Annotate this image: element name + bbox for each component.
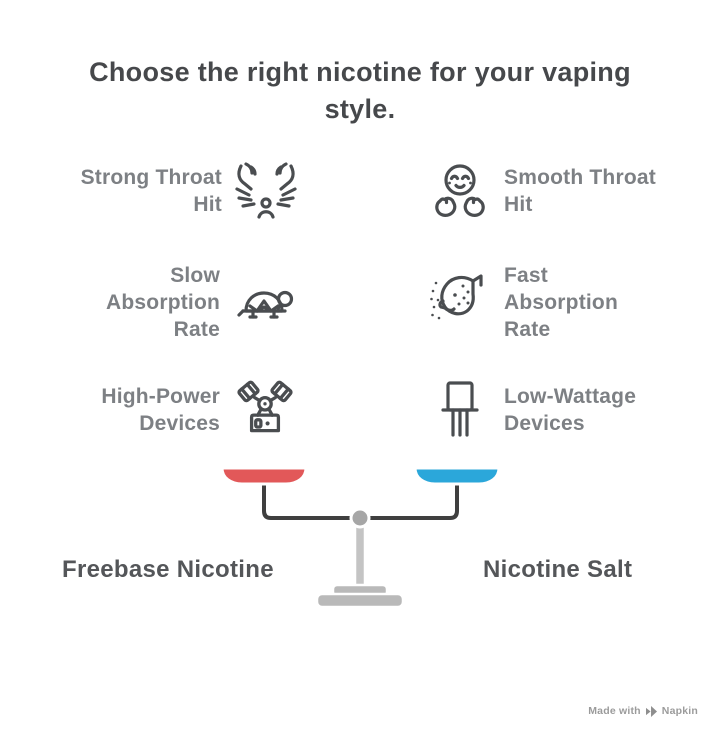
scale-pivot <box>349 507 371 529</box>
scale-pole <box>353 518 367 590</box>
row-high-power-devices: High-Power Devices <box>101 372 298 448</box>
scale-base-bottom <box>315 592 405 609</box>
page-title: Choose the right nicotine for your vapin… <box>89 57 631 124</box>
scale-beam-left <box>262 482 354 520</box>
item-label-fast-absorption-rate: Fast Absorption Rate <box>504 263 618 341</box>
row-low-wattage-devices: Low-Wattage Devices <box>428 372 636 448</box>
row-fast-absorption-rate: Fast Absorption Rate <box>428 254 618 350</box>
row-strong-throat-hit: Strong Throat Hit <box>81 153 298 229</box>
transistor-icon <box>428 378 492 442</box>
cheetah-icon <box>428 269 492 335</box>
engine-icon <box>232 377 298 443</box>
scale-beam-right <box>366 482 459 520</box>
row-smooth-throat-hit: Smooth Throat Hit <box>428 153 656 229</box>
row-slow-absorption-rate: Slow Absorption Rate <box>106 254 298 350</box>
impact-hands-icon <box>234 159 298 223</box>
turtle-icon <box>232 270 298 334</box>
nicotine-salt-label: Nicotine Salt <box>483 556 633 583</box>
freebase-pan <box>220 466 308 486</box>
napkin-logo-icon <box>645 705 658 717</box>
item-label-high-power-devices: High-Power Devices <box>101 385 220 435</box>
watermark-prefix: Made with <box>588 705 641 717</box>
calm-face-icon <box>428 159 492 223</box>
salt-pan <box>413 466 501 486</box>
made-with-napkin-watermark: Made with Napkin <box>588 705 698 717</box>
item-label-strong-throat-hit: Strong Throat Hit <box>80 166 222 216</box>
item-label-smooth-throat-hit: Smooth Throat Hit <box>504 166 656 216</box>
item-label-low-wattage-devices: Low-Wattage Devices <box>504 385 637 435</box>
item-label-slow-absorption-rate: Slow Absorption Rate <box>106 263 220 341</box>
freebase-nicotine-label: Freebase Nicotine <box>62 556 274 583</box>
balance-scale <box>220 466 501 609</box>
watermark-brand: Napkin <box>661 705 698 717</box>
